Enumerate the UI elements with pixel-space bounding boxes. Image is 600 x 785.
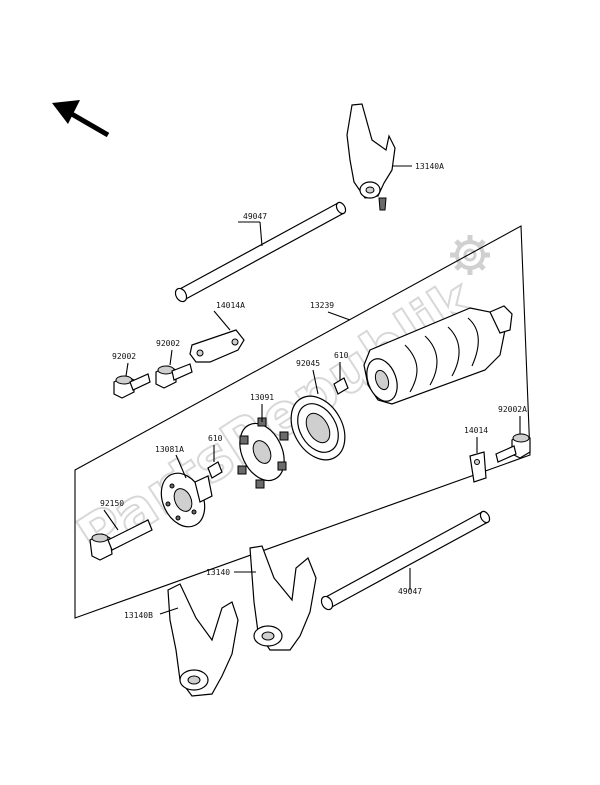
label-13140: 13140 bbox=[206, 568, 230, 577]
pin-610-left bbox=[207, 461, 223, 479]
shift-rod-upper bbox=[174, 201, 347, 303]
label-49047-upper: 49047 bbox=[243, 212, 267, 221]
label-13091: 13091 bbox=[250, 393, 274, 402]
label-610-right: 610 bbox=[334, 351, 349, 360]
cam-plate-13081a bbox=[160, 472, 213, 528]
label-610-left: 610 bbox=[208, 434, 223, 443]
label-13140b: 13140B bbox=[124, 611, 153, 620]
shift-fork-13140b bbox=[167, 583, 239, 697]
shift-fork-13140a bbox=[346, 103, 396, 211]
label-49047-lower: 49047 bbox=[398, 587, 422, 596]
bolt-92150 bbox=[89, 519, 153, 561]
watermark-text: PartsRepublik bbox=[66, 265, 488, 572]
label-14014: 14014 bbox=[464, 426, 488, 435]
plate-14014a bbox=[189, 329, 245, 363]
bearing-92045 bbox=[290, 395, 346, 461]
bolt-92002-left bbox=[113, 373, 151, 399]
direction-arrow-icon bbox=[52, 100, 110, 138]
shift-rod-lower bbox=[320, 510, 491, 611]
pin-610-right bbox=[333, 377, 349, 395]
label-92150: 92150 bbox=[100, 499, 124, 508]
watermark-gear-icon bbox=[450, 235, 490, 275]
label-13081a: 13081A bbox=[155, 445, 184, 454]
label-92002-left: 92002 bbox=[112, 352, 136, 361]
label-92002-mid: 92002 bbox=[156, 339, 180, 348]
bolt-92002a bbox=[495, 433, 531, 463]
label-92002a: 92002A bbox=[498, 405, 527, 414]
bolt-92002-mid bbox=[155, 363, 193, 389]
assembly-frame bbox=[74, 225, 531, 619]
label-92045: 92045 bbox=[296, 359, 320, 368]
watermark: PartsRepublik bbox=[65, 264, 489, 573]
shift-drum-13239 bbox=[363, 305, 513, 405]
plate-14014 bbox=[469, 451, 487, 483]
shift-fork-13140 bbox=[249, 545, 317, 651]
label-14014a: 14014A bbox=[216, 301, 245, 310]
label-13239: 13239 bbox=[310, 301, 334, 310]
label-13140a: 13140A bbox=[415, 162, 444, 171]
